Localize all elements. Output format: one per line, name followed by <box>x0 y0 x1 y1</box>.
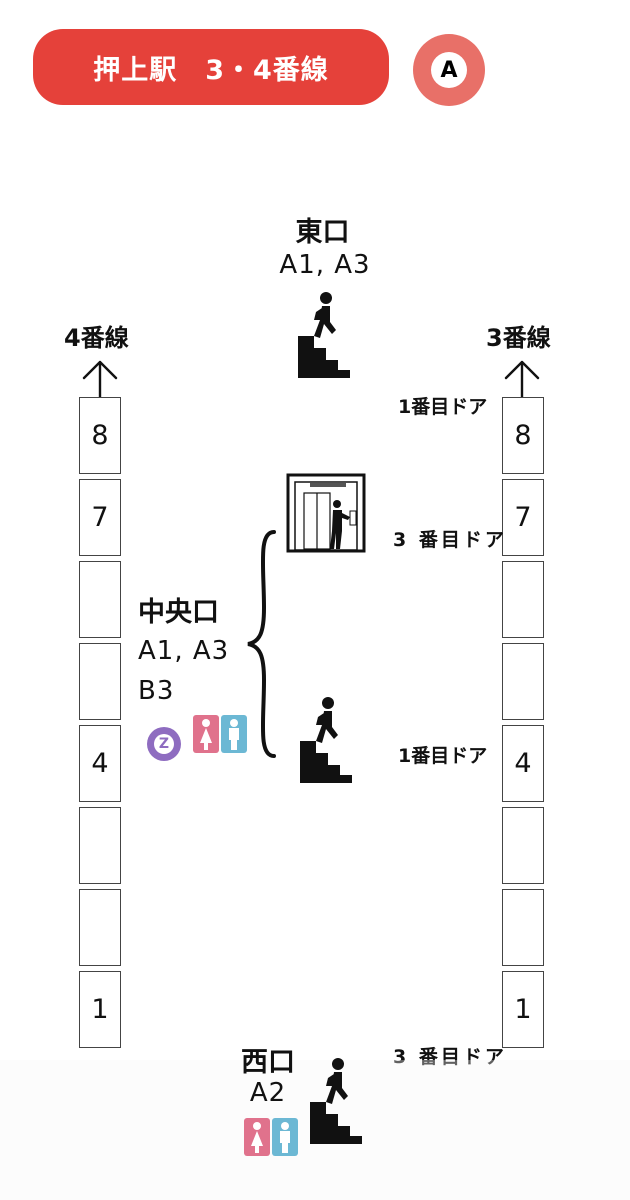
elevator-icon <box>286 473 366 553</box>
restroom-icon <box>193 715 247 753</box>
central-exit-brace <box>247 530 276 758</box>
right-track: 8 7 4 1 <box>502 397 544 1048</box>
line-badge: A <box>413 34 485 106</box>
female-restroom-icon <box>193 715 219 753</box>
car-7: 7 <box>79 479 121 556</box>
station-title-pill: 押上駅 3・4番線 <box>33 29 389 105</box>
central-exit-name: 中央口 <box>138 597 219 628</box>
left-track-label: 4番線 <box>64 324 129 352</box>
car-1: 1 <box>502 971 544 1048</box>
z-line-letter: Z <box>154 734 174 754</box>
door-label-elevator: 3 番目ドア <box>393 529 507 551</box>
central-exit-codes-line2: B3 <box>138 676 175 706</box>
car-2 <box>79 889 121 966</box>
door-label-west: 3 番目ドア <box>393 1046 507 1068</box>
female-restroom-icon <box>244 1118 270 1156</box>
central-exit-codes-line1: A1, A3 <box>138 636 230 666</box>
car-3 <box>79 807 121 884</box>
car-2 <box>502 889 544 966</box>
station-title: 押上駅 3・4番線 <box>93 54 329 86</box>
car-5 <box>502 643 544 720</box>
male-restroom-icon <box>272 1118 298 1156</box>
car-6 <box>79 561 121 638</box>
door-label-central-stairs: 1番目ドア <box>398 745 488 767</box>
car-8: 8 <box>79 397 121 474</box>
car-4: 4 <box>502 725 544 802</box>
male-restroom-icon <box>221 715 247 753</box>
east-exit-name: 東口 <box>295 217 350 248</box>
west-exit-name: 西口 <box>241 1047 295 1078</box>
stairs-up-icon <box>310 1058 362 1144</box>
right-track-label: 3番線 <box>486 324 551 352</box>
stairs-up-icon <box>298 292 350 378</box>
door-label-east: 1番目ドア <box>398 396 488 418</box>
east-exit-codes: A1, A3 <box>279 250 371 280</box>
car-7: 7 <box>502 479 544 556</box>
car-1: 1 <box>79 971 121 1048</box>
car-4: 4 <box>79 725 121 802</box>
car-8: 8 <box>502 397 544 474</box>
car-6 <box>502 561 544 638</box>
restroom-icon <box>244 1118 298 1156</box>
car-5 <box>79 643 121 720</box>
stairs-up-icon <box>300 697 352 783</box>
left-track: 8 7 4 1 <box>79 397 121 1048</box>
line-badge-letter: A <box>431 52 467 88</box>
z-line-icon: Z <box>147 727 181 761</box>
west-exit-codes: A2 <box>249 1078 287 1108</box>
car-3 <box>502 807 544 884</box>
